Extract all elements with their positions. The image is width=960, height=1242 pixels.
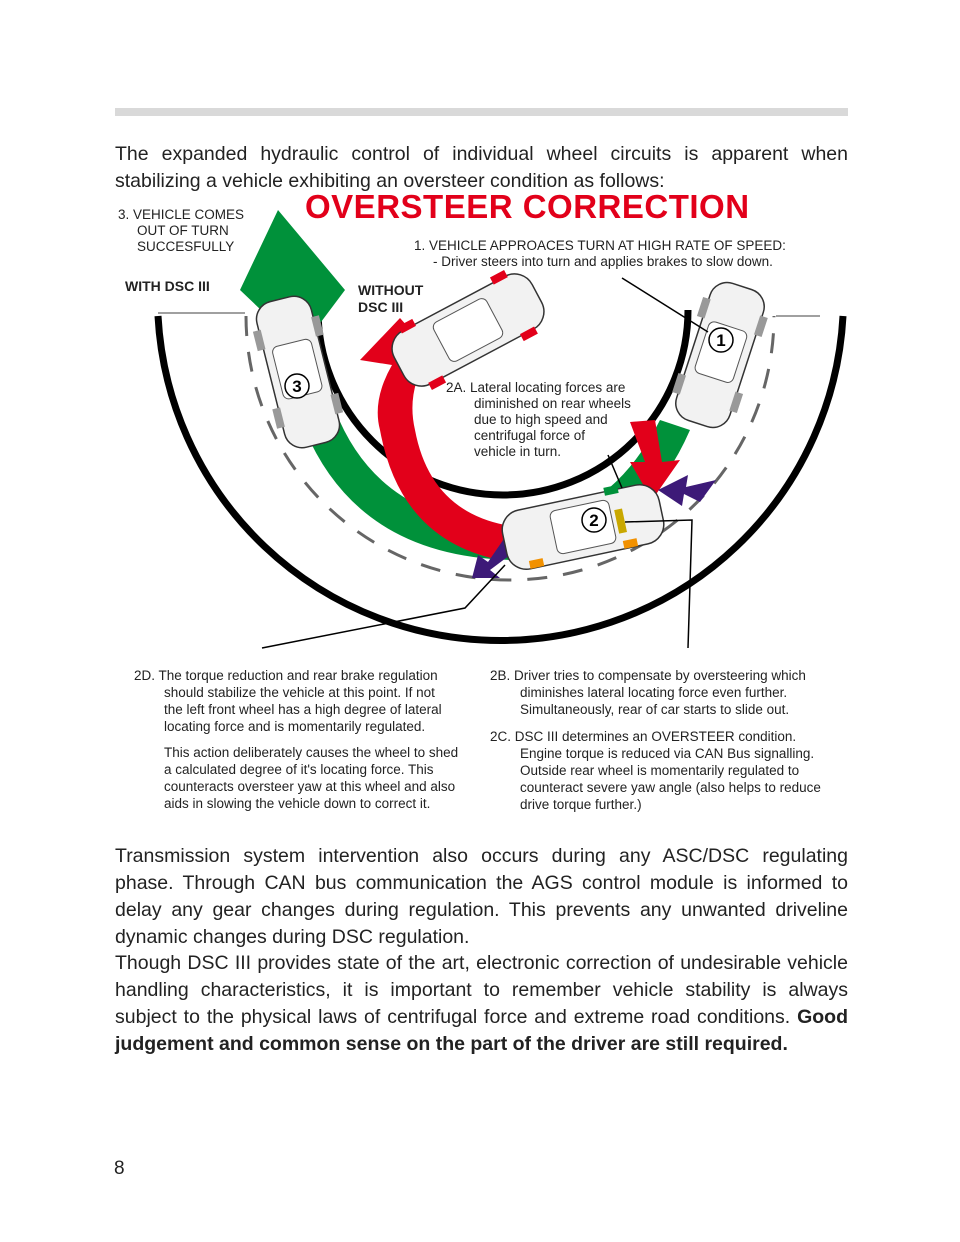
label-2a-line4: centrifugal force of [474, 428, 586, 443]
label-3-line3: SUCCESFULLY [137, 239, 235, 254]
label-2a: 2A. Lateral locating forces are diminish… [446, 380, 656, 460]
car-without-dsc [391, 270, 545, 390]
paragraph-dsc-limits-bold: Good judgement and common sense on the p… [115, 1006, 848, 1055]
oversteer-diagram: 1 2 3 [154, 210, 847, 649]
leader-1 [621, 277, 709, 333]
lane-dashes [244, 315, 776, 582]
intro-paragraph: The expanded hydraulic control of indivi… [115, 143, 848, 192]
top-rule [115, 108, 848, 116]
note-2d-line1: 2D. The torque reduction and rear brake … [134, 668, 438, 683]
label-3: 3. VEHICLE COMES OUT OF TURN SUCCESFULLY [118, 207, 298, 255]
note-2d: 2D. The torque reduction and rear brake … [134, 667, 484, 812]
note-2c-line5: drive torque further.) [520, 797, 642, 812]
note-2c: 2C. DSC III determines an OVERSTEER cond… [490, 728, 850, 813]
label-3-line2: OUT OF TURN [137, 223, 229, 238]
label-without-dsc-line1: WITHOUT [358, 282, 424, 298]
diagram-title: OVERSTEER CORRECTION [305, 188, 750, 225]
note-2b-line2: diminishes lateral locating force even f… [520, 685, 788, 700]
label-2a-line5: vehicle in turn. [474, 444, 562, 459]
label-2a-line1: 2A. Lateral locating forces are [446, 380, 626, 395]
note-2d-extra-line2: a calculated degree of it's locating for… [164, 762, 434, 777]
badge-1-circle [708, 327, 734, 353]
note-2d-line2: should stabilize the vehicle at this poi… [164, 685, 435, 700]
label-1-line1: 1. VEHICLE APPROACES TURN AT HIGH RATE O… [414, 238, 786, 253]
badge-2: 2 [589, 511, 598, 530]
label-with-dsc: WITH DSC III [125, 278, 210, 294]
outer-road-edge [154, 315, 847, 644]
label-1: 1. VEHICLE APPROACES TURN AT HIGH RATE O… [414, 238, 834, 270]
badge-3-circle [284, 373, 310, 399]
label-2a-line3: due to high speed and [474, 412, 608, 427]
red-slide-arrow [360, 318, 505, 560]
leader-2bc [624, 519, 693, 649]
purple-arrow-rear [658, 475, 716, 506]
car-3 [252, 295, 344, 449]
note-2b-line3: Simultaneously, rear of car starts to sl… [520, 702, 790, 717]
note-2d-line4: locating force and is momentarily regula… [164, 719, 426, 734]
note-2d-extra-line1: This action deliberately causes the whee… [164, 745, 459, 760]
paragraph-dsc-limits-text: Though DSC III provides state of the art… [115, 952, 848, 1028]
note-2b-line1: 2B. Driver tries to compensate by overst… [490, 668, 806, 683]
note-2d-extra-line4: aids in slowing the vehicle down to corr… [164, 796, 431, 811]
label-2a-line2: diminished on rear wheels [474, 396, 631, 411]
page-number: 8 [114, 1158, 125, 1179]
note-2d-extra-line3: counteracts oversteer yaw at this wheel … [164, 779, 456, 794]
note-2c-line3: Outside rear wheel is momentarily regula… [520, 763, 800, 778]
leader-2a [607, 454, 623, 489]
label-3-line1: 3. VEHICLE COMES [118, 207, 245, 222]
badge-2-circle [581, 507, 607, 533]
label-without-dsc-line2: DSC III [358, 299, 404, 315]
badge-1: 1 [716, 331, 725, 350]
paragraph-transmission: Transmission system intervention also oc… [115, 845, 848, 948]
label-1-line2: - Driver steers into turn and applies br… [433, 254, 773, 269]
paragraph-dsc-limits: Though DSC III provides state of the art… [115, 950, 848, 1058]
note-2d-line3: the left front wheel has a high degree o… [164, 702, 442, 717]
inner-road-edge [314, 309, 692, 499]
note-2c-line1: 2C. DSC III determines an OVERSTEER cond… [490, 729, 797, 744]
note-2c-line4: counteract severe yaw angle (also helps … [520, 780, 821, 795]
badge-3: 3 [292, 377, 301, 396]
label-without-dsc: WITHOUT DSC III [358, 282, 423, 316]
green-path-arrow [240, 210, 690, 560]
red-force-arrow [630, 420, 680, 500]
note-2b: 2B. Driver tries to compensate by overst… [490, 667, 850, 718]
note-2c-line2: Engine torque is reduced via CAN Bus sig… [520, 746, 815, 761]
leader-2d [261, 564, 506, 649]
